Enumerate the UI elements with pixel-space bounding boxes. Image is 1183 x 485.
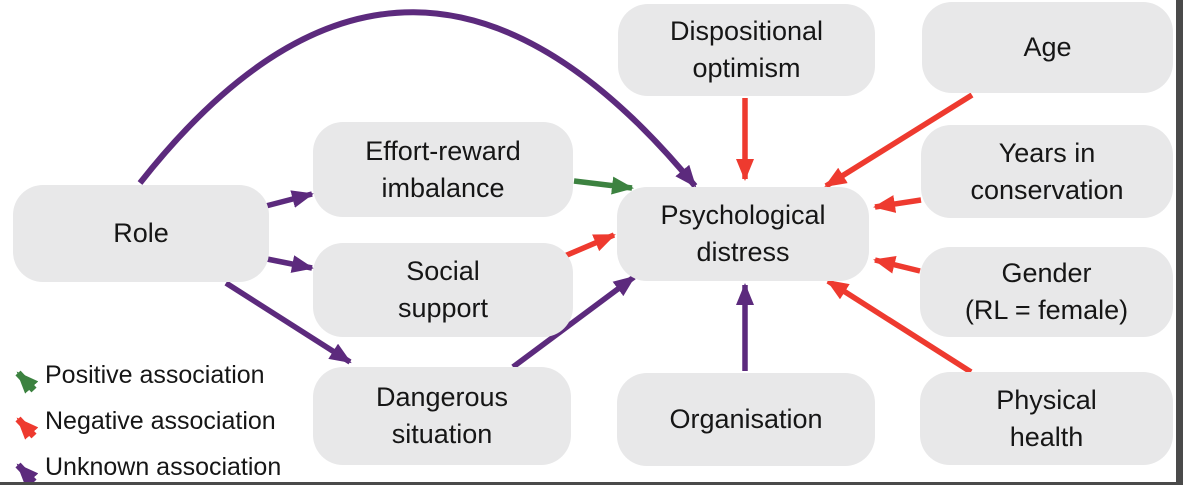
node-organisation: Organisation (617, 373, 875, 466)
window-edge-bottom (0, 482, 1183, 485)
edge-role-to-psychological-distress (137, 9, 698, 188)
unknown-arrow-icon (15, 462, 38, 485)
edge-gender-to-psychological-distress (873, 256, 921, 274)
edge-age-to-psychological-distress (824, 92, 974, 189)
edge-years-in-conservation-to-psychological-distress (873, 195, 922, 213)
edge-physical-health-to-psychological-distress (826, 278, 973, 375)
node-dispositional-optimism: Dispositional optimism (618, 4, 875, 96)
node-age: Age (922, 2, 1173, 93)
node-effort-reward-imbalance: Effort-reward imbalance (313, 122, 573, 217)
positive-arrow-icon (15, 370, 38, 394)
legend-label-negative: Negative association (45, 406, 276, 435)
edge-dangerous-situation-to-psychological-distress (511, 274, 636, 370)
node-role: Role (13, 185, 269, 282)
negative-arrow-icon (15, 416, 38, 440)
legend: Positive association Negative associatio… (2, 352, 281, 485)
legend-label-positive: Positive association (45, 360, 265, 389)
legend-item-positive: Positive association (2, 352, 281, 398)
node-physical-health: Physical health (920, 372, 1173, 465)
legend-label-unknown: Unknown association (45, 452, 282, 481)
edge-effort-reward-imbalance-to-psychological-distress (573, 176, 634, 195)
node-gender: Gender (RL = female) (920, 247, 1173, 337)
edge-role-to-dangerous-situation (224, 280, 352, 365)
node-years-in-conservation: Years in conservation (921, 125, 1173, 218)
node-social-support: Social support (313, 243, 573, 337)
legend-item-unknown: Unknown association (2, 444, 281, 485)
edge-role-to-effort-reward-imbalance (261, 190, 314, 210)
edge-role-to-social-support (261, 255, 314, 273)
node-psychological-distress: Psychological distress (617, 187, 869, 281)
node-dangerous-situation: Dangerous situation (313, 367, 571, 465)
window-edge-right (1176, 0, 1183, 485)
legend-item-negative: Negative association (2, 398, 281, 444)
edge-social-support-to-psychological-distress (558, 232, 616, 261)
